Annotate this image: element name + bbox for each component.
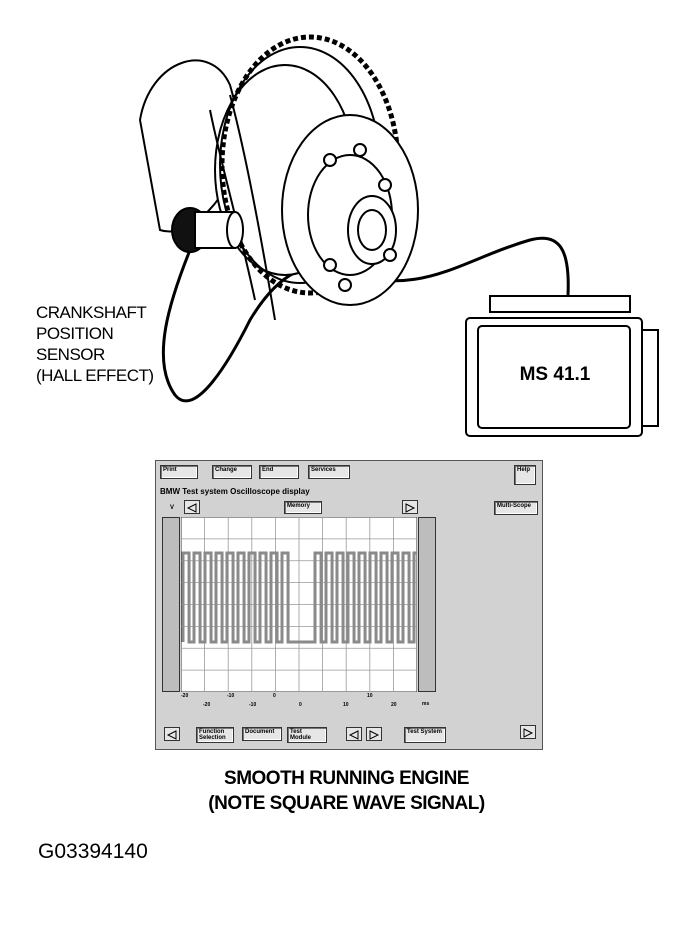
x-tick-lower-5: 20	[391, 702, 397, 708]
x-tick-lower-1: -20	[203, 702, 211, 708]
page-left-button[interactable]	[164, 727, 180, 741]
sensor-label-line-1: CRANKSHAFT	[36, 303, 147, 322]
arrow-left-icon	[348, 730, 359, 740]
x-unit-label: ms	[422, 701, 430, 707]
arrow-left-icon	[166, 730, 177, 740]
hall-sensor	[171, 207, 244, 253]
end-button[interactable]: End	[259, 465, 299, 479]
x-tick-upper-1: -20	[181, 693, 189, 699]
function-selection-button[interactable]: Function Selection	[196, 727, 234, 743]
memory-button[interactable]: Memory	[284, 501, 322, 514]
change-button[interactable]: Change	[212, 465, 252, 479]
x-tick-lower-2: -10	[249, 702, 257, 708]
services-button[interactable]: Services	[308, 465, 350, 479]
prev-button[interactable]	[346, 727, 362, 741]
document-button[interactable]: Document	[242, 727, 282, 741]
print-button[interactable]: Print	[160, 465, 198, 479]
x-tick-lower-3: 0	[299, 702, 302, 708]
caption-line-2: (NOTE SQUARE WAVE SIGNAL)	[208, 793, 485, 814]
crankshaft-hub	[138, 34, 419, 321]
crankshaft-illustration	[138, 34, 659, 437]
caption-line-1: SMOOTH RUNNING ENGINE	[224, 768, 469, 789]
scope-plot	[181, 517, 417, 692]
arrow-right-icon	[369, 730, 380, 740]
ecu-box	[465, 295, 659, 437]
page-right-button[interactable]	[520, 725, 536, 739]
right-scale-bar[interactable]	[418, 517, 436, 692]
sensor-label-line-3: SENSOR	[36, 345, 105, 364]
x-tick-upper-2: -10	[227, 693, 235, 699]
arrow-right-icon	[523, 728, 534, 738]
y-unit-label: V	[170, 505, 175, 511]
ecu-label: MS 41.1	[519, 364, 591, 385]
multi-scope-button[interactable]: Multi-Scope	[494, 501, 538, 515]
scroll-left-button[interactable]	[184, 500, 200, 514]
sensor-label: CRANKSHAFT POSITION SENSOR (HALL EFFECT)	[36, 302, 196, 386]
help-button[interactable]: Help	[514, 465, 536, 485]
left-scale-bar[interactable]	[162, 517, 180, 692]
oscilloscope-window: Print Change End Services Help BMW Test …	[155, 460, 543, 750]
scroll-right-button[interactable]	[402, 500, 418, 514]
sensor-label-line-4: (HALL EFFECT)	[36, 366, 154, 385]
arrow-right-icon	[405, 503, 416, 513]
figure-id: G03394140	[38, 840, 148, 863]
sensor-label-line-2: POSITION	[36, 324, 114, 343]
ecu: MS 41.1	[470, 318, 640, 436]
arrow-left-icon	[186, 503, 197, 513]
square-wave-trace	[181, 551, 417, 644]
x-tick-upper-3: 0	[273, 693, 276, 699]
x-tick-lower-4: 10	[343, 702, 349, 708]
test-module-button[interactable]: Test Module	[287, 727, 327, 743]
x-axis-ticks: -20 -10 0 10 -20 -10 0 10 20	[181, 693, 417, 715]
test-system-button[interactable]: Test System	[404, 727, 446, 743]
next-button[interactable]	[366, 727, 382, 741]
scope-title: BMW Test system Oscilloscope display	[160, 487, 310, 496]
x-tick-upper-4: 10	[367, 693, 373, 699]
